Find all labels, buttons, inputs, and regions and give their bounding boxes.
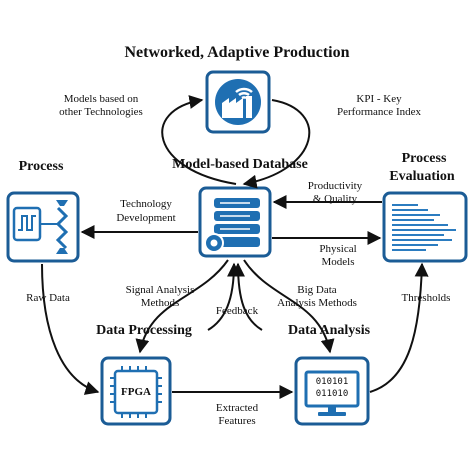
database-title: Model-based Database bbox=[172, 157, 308, 172]
label-extracted-1: Extracted bbox=[215, 402, 259, 414]
bar-lines-icon bbox=[392, 204, 456, 251]
analysis-box bbox=[294, 356, 370, 426]
processing-title: Data Processing bbox=[96, 323, 192, 338]
processing-box bbox=[100, 356, 172, 426]
monitor-binary-line-2: 011010 bbox=[315, 389, 349, 399]
monitor-binary-line-1: 010101 bbox=[315, 377, 349, 387]
label-tech-dev-1: Technology bbox=[120, 198, 172, 210]
fpga-chip-icon bbox=[110, 366, 162, 418]
label-raw-data: Raw Data bbox=[26, 292, 70, 304]
label-signal-2: Methods bbox=[140, 297, 180, 309]
label-physical-2: Models bbox=[321, 256, 355, 268]
process-title: Process bbox=[18, 159, 64, 174]
label-signal-1: Signal Analysis bbox=[125, 284, 195, 296]
label-bigdata-1: Big Data bbox=[297, 284, 337, 296]
database-box bbox=[198, 186, 272, 258]
label-bigdata-2: Analysis Methods bbox=[277, 297, 357, 309]
label-productivity-2: & Quality bbox=[312, 193, 358, 205]
label-physical-1: Physical bbox=[319, 243, 357, 255]
label-kpi-1: KPI - Key bbox=[356, 93, 402, 105]
label-kpi-2: Performance Index bbox=[337, 106, 421, 118]
label-extracted-2: Features bbox=[218, 415, 256, 427]
label-feedback: Feedback bbox=[215, 305, 259, 317]
factory-wifi-icon bbox=[215, 79, 261, 125]
monitor-binary-icon bbox=[304, 370, 360, 416]
process-box bbox=[6, 191, 80, 263]
label-productivity-1: Productivity bbox=[307, 180, 363, 192]
label-models-other-2: other Technologies bbox=[59, 106, 143, 118]
database-gear-icon bbox=[204, 198, 260, 253]
signal-process-icon bbox=[12, 200, 69, 254]
factory-box bbox=[205, 70, 271, 134]
label-thresholds: Thresholds bbox=[401, 292, 451, 304]
evaluation-title-1: Process bbox=[401, 151, 447, 166]
main-title: Networked, Adaptive Production bbox=[124, 44, 350, 61]
fpga-chip-text: FPGA bbox=[121, 386, 151, 398]
evaluation-box bbox=[382, 191, 468, 263]
label-tech-dev-2: Development bbox=[116, 212, 176, 224]
evaluation-title-2: Evaluation bbox=[389, 169, 455, 184]
label-models-other-1: Models based on bbox=[63, 93, 139, 105]
analysis-title: Data Analysis bbox=[287, 323, 371, 338]
